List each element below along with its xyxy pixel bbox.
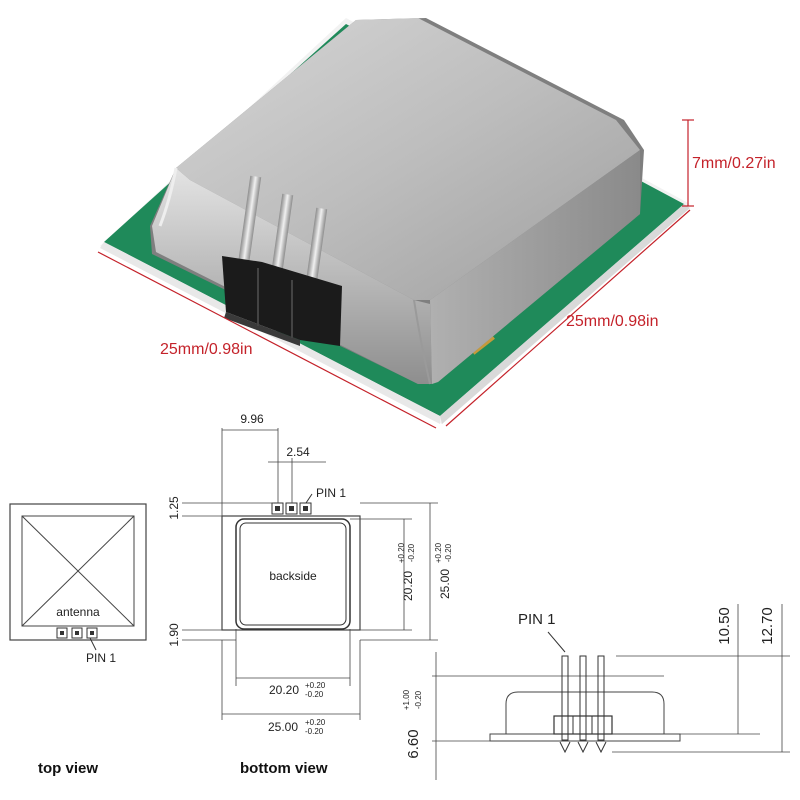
dim-inner-h-tol-minus: -0.20 [305,690,324,699]
side-pin [597,655,605,741]
module-illustration [100,18,690,424]
top-pin1-label: PIN 1 [86,651,116,665]
top-pin-pad [86,627,98,639]
dim-pin-offset: 9.96 [240,412,264,426]
top-view-caption: top view [38,760,98,777]
dim-outer-h: 25.00 [268,720,298,734]
pin-header-housing [222,256,342,346]
dim-outer-h-tol-plus: +0.20 [305,718,326,727]
depth-label: 25mm/0.98in [566,313,659,330]
dim-body-tol-plus: +1.00 [402,689,411,710]
backside-label: backside [269,569,317,583]
bottom-pin-pad [299,502,312,515]
backside-square [235,518,351,630]
side-body [505,691,665,735]
dim-inner-h-tol-plus: +0.20 [305,681,326,690]
width-label: 25mm/0.98in [160,341,253,358]
top-view: antenna PIN 1 top view [9,503,147,777]
top-view-outline [9,503,147,641]
dim-body-tol-minus: -0.20 [414,690,423,709]
dim-inner-v-tol-minus: -0.20 [407,543,416,562]
side-view: PIN 1 10.50 12.70 6.60 +1.00 -0.20 [402,604,790,780]
dim-pin-height: 10.50 [716,607,733,645]
antenna-area [21,515,135,627]
bottom-pin-pad [285,502,298,515]
dim-bottom-margin: 1.90 [167,623,181,647]
bottom-view-caption: bottom view [240,760,328,777]
bottom-view: backside PIN 1 9.96 2.54 1.25 1.90 20.20… [167,412,453,777]
side-pin-housing [553,715,613,735]
height-label: 7mm/0.27in [692,155,776,172]
dim-outer-v-tol-minus: -0.20 [444,543,453,562]
photo-dimensions: 7mm/0.27in 25mm/0.98in 25mm/0.98in [97,119,776,429]
bottom-pin1-label: PIN 1 [316,486,346,500]
dim-body-height: 6.60 [405,729,422,758]
pin [303,207,328,299]
header-pins [222,175,342,346]
top-pin-pad [56,627,68,639]
bottom-pin-pad [271,502,284,515]
pin [237,175,262,267]
dim-outer-v: 25.00 [438,569,452,599]
pin [269,193,294,285]
side-pin1-label: PIN 1 [518,611,556,628]
bottom-board-outline [221,515,361,631]
antenna-label: antenna [56,605,100,619]
dim-total-height: 12.70 [759,607,776,645]
dim-outer-h-tol-minus: -0.20 [305,727,324,736]
dim-inner-h: 20.20 [269,683,299,697]
side-pin [579,655,587,741]
top-pin-pad [71,627,83,639]
dim-pin-pitch: 2.54 [286,445,310,459]
dim-top-margin: 1.25 [167,496,181,520]
dim-outer-v-tol-plus: +0.20 [434,542,443,563]
dim-inner-v: 20.20 [401,571,415,601]
dim-inner-v-tol-plus: +0.20 [397,542,406,563]
side-pin [561,655,569,741]
